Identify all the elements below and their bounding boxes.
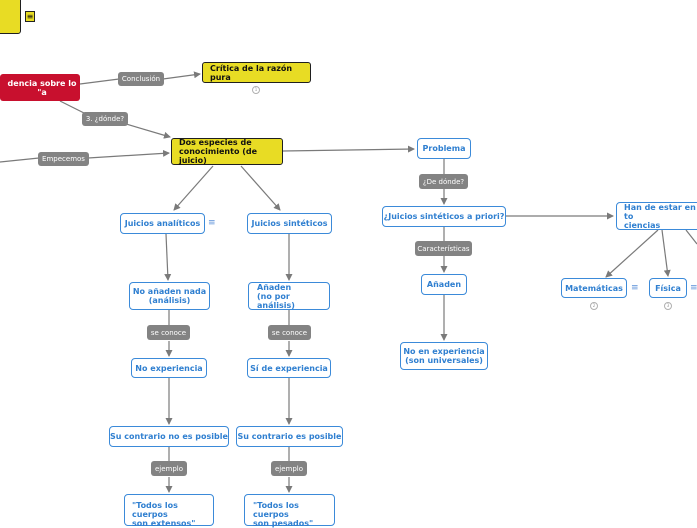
edge-left-empecemos	[0, 157, 40, 163]
critica-node[interactable]: Crítica de la razón pura	[202, 62, 311, 83]
todos-extensos-node[interactable]: "Todos los cuerpos son extensos"	[124, 494, 214, 528]
si-experiencia-node[interactable]: Sí de experiencia	[247, 358, 331, 378]
no-experiencia-node[interactable]: No experiencia	[131, 358, 207, 378]
edge-dos-analiticos	[173, 165, 214, 211]
ejemplo-label-left[interactable]: ejemplo	[151, 461, 187, 476]
top-left-topic-fragment[interactable]	[0, 0, 21, 34]
anaden-no-por-analisis-node[interactable]: Añaden (no por análisis)	[248, 282, 330, 310]
juicios-sinteticos-node[interactable]: Juicios sintéticos	[247, 213, 332, 234]
matematicas-node[interactable]: Matemáticas	[561, 278, 627, 298]
edge-analiticos-noanaden	[164, 233, 172, 281]
anaden-node[interactable]: Añaden	[421, 274, 467, 295]
juicios-priori-node[interactable]: ¿Juicios sintéticos a priori?	[382, 206, 506, 227]
edge-dos-problema	[282, 145, 415, 153]
juicios-analiticos-node[interactable]: Juicios analíticos	[120, 213, 205, 234]
no-anaden-node[interactable]: No añaden nada (análisis)	[129, 282, 210, 310]
de-donde-label[interactable]: ¿De dónde?	[419, 174, 468, 189]
menu-icon[interactable]: ≡	[25, 11, 35, 22]
analiticos-menu-icon[interactable]: ≡	[208, 218, 216, 228]
se-conoce-label-left[interactable]: se conoce	[147, 325, 190, 340]
se-conoce-label-middle[interactable]: se conoce	[268, 325, 311, 340]
han-de-estar-node[interactable]: Han de estar en to ciencias	[616, 202, 697, 230]
matematicas-child-badge[interactable]: 2	[590, 302, 598, 310]
contrario-no-posible-node[interactable]: Su contrario no es posible	[109, 426, 229, 447]
contrario-posible-node[interactable]: Su contrario es posible	[236, 426, 343, 447]
edge-empecemos-dos	[87, 149, 170, 159]
edge-han-off	[685, 229, 697, 245]
caracteristicas-label[interactable]: Características	[415, 241, 472, 256]
critica-child-badge[interactable]: 1	[252, 86, 260, 94]
edge-conclusion-critica	[162, 71, 201, 80]
edge-dos-sinteticos	[240, 165, 281, 211]
edge-han-mate	[605, 229, 659, 278]
no-en-experiencia-node[interactable]: No en experiencia (son universales)	[400, 342, 488, 370]
fisica-menu-icon[interactable]: ≡	[690, 283, 697, 293]
problema-node[interactable]: Problema	[417, 138, 471, 159]
fisica-child-badge[interactable]: 3	[664, 302, 672, 310]
red-topic-node[interactable]: dencia sobre lo "a	[0, 74, 80, 101]
matematicas-menu-icon[interactable]: ≡	[631, 283, 639, 293]
fisica-node[interactable]: Física	[649, 278, 687, 298]
donde-label[interactable]: 3. ¿dónde?	[82, 112, 128, 126]
dos-especies-node[interactable]: Dos especies de conocimiento (de juicio)	[171, 138, 283, 165]
edge-donde-dos	[125, 123, 171, 139]
edge-han-fisica	[661, 229, 671, 277]
edge-red-donde	[59, 100, 87, 115]
ejemplo-label-middle[interactable]: ejemplo	[271, 461, 307, 476]
conclusion-label[interactable]: Conclusión	[118, 72, 164, 86]
empecemos-label[interactable]: Empecemos	[38, 152, 89, 166]
todos-pesados-node[interactable]: "Todos los cuerpos son pesados"	[244, 494, 335, 528]
edge-red-conclusion	[79, 78, 120, 85]
